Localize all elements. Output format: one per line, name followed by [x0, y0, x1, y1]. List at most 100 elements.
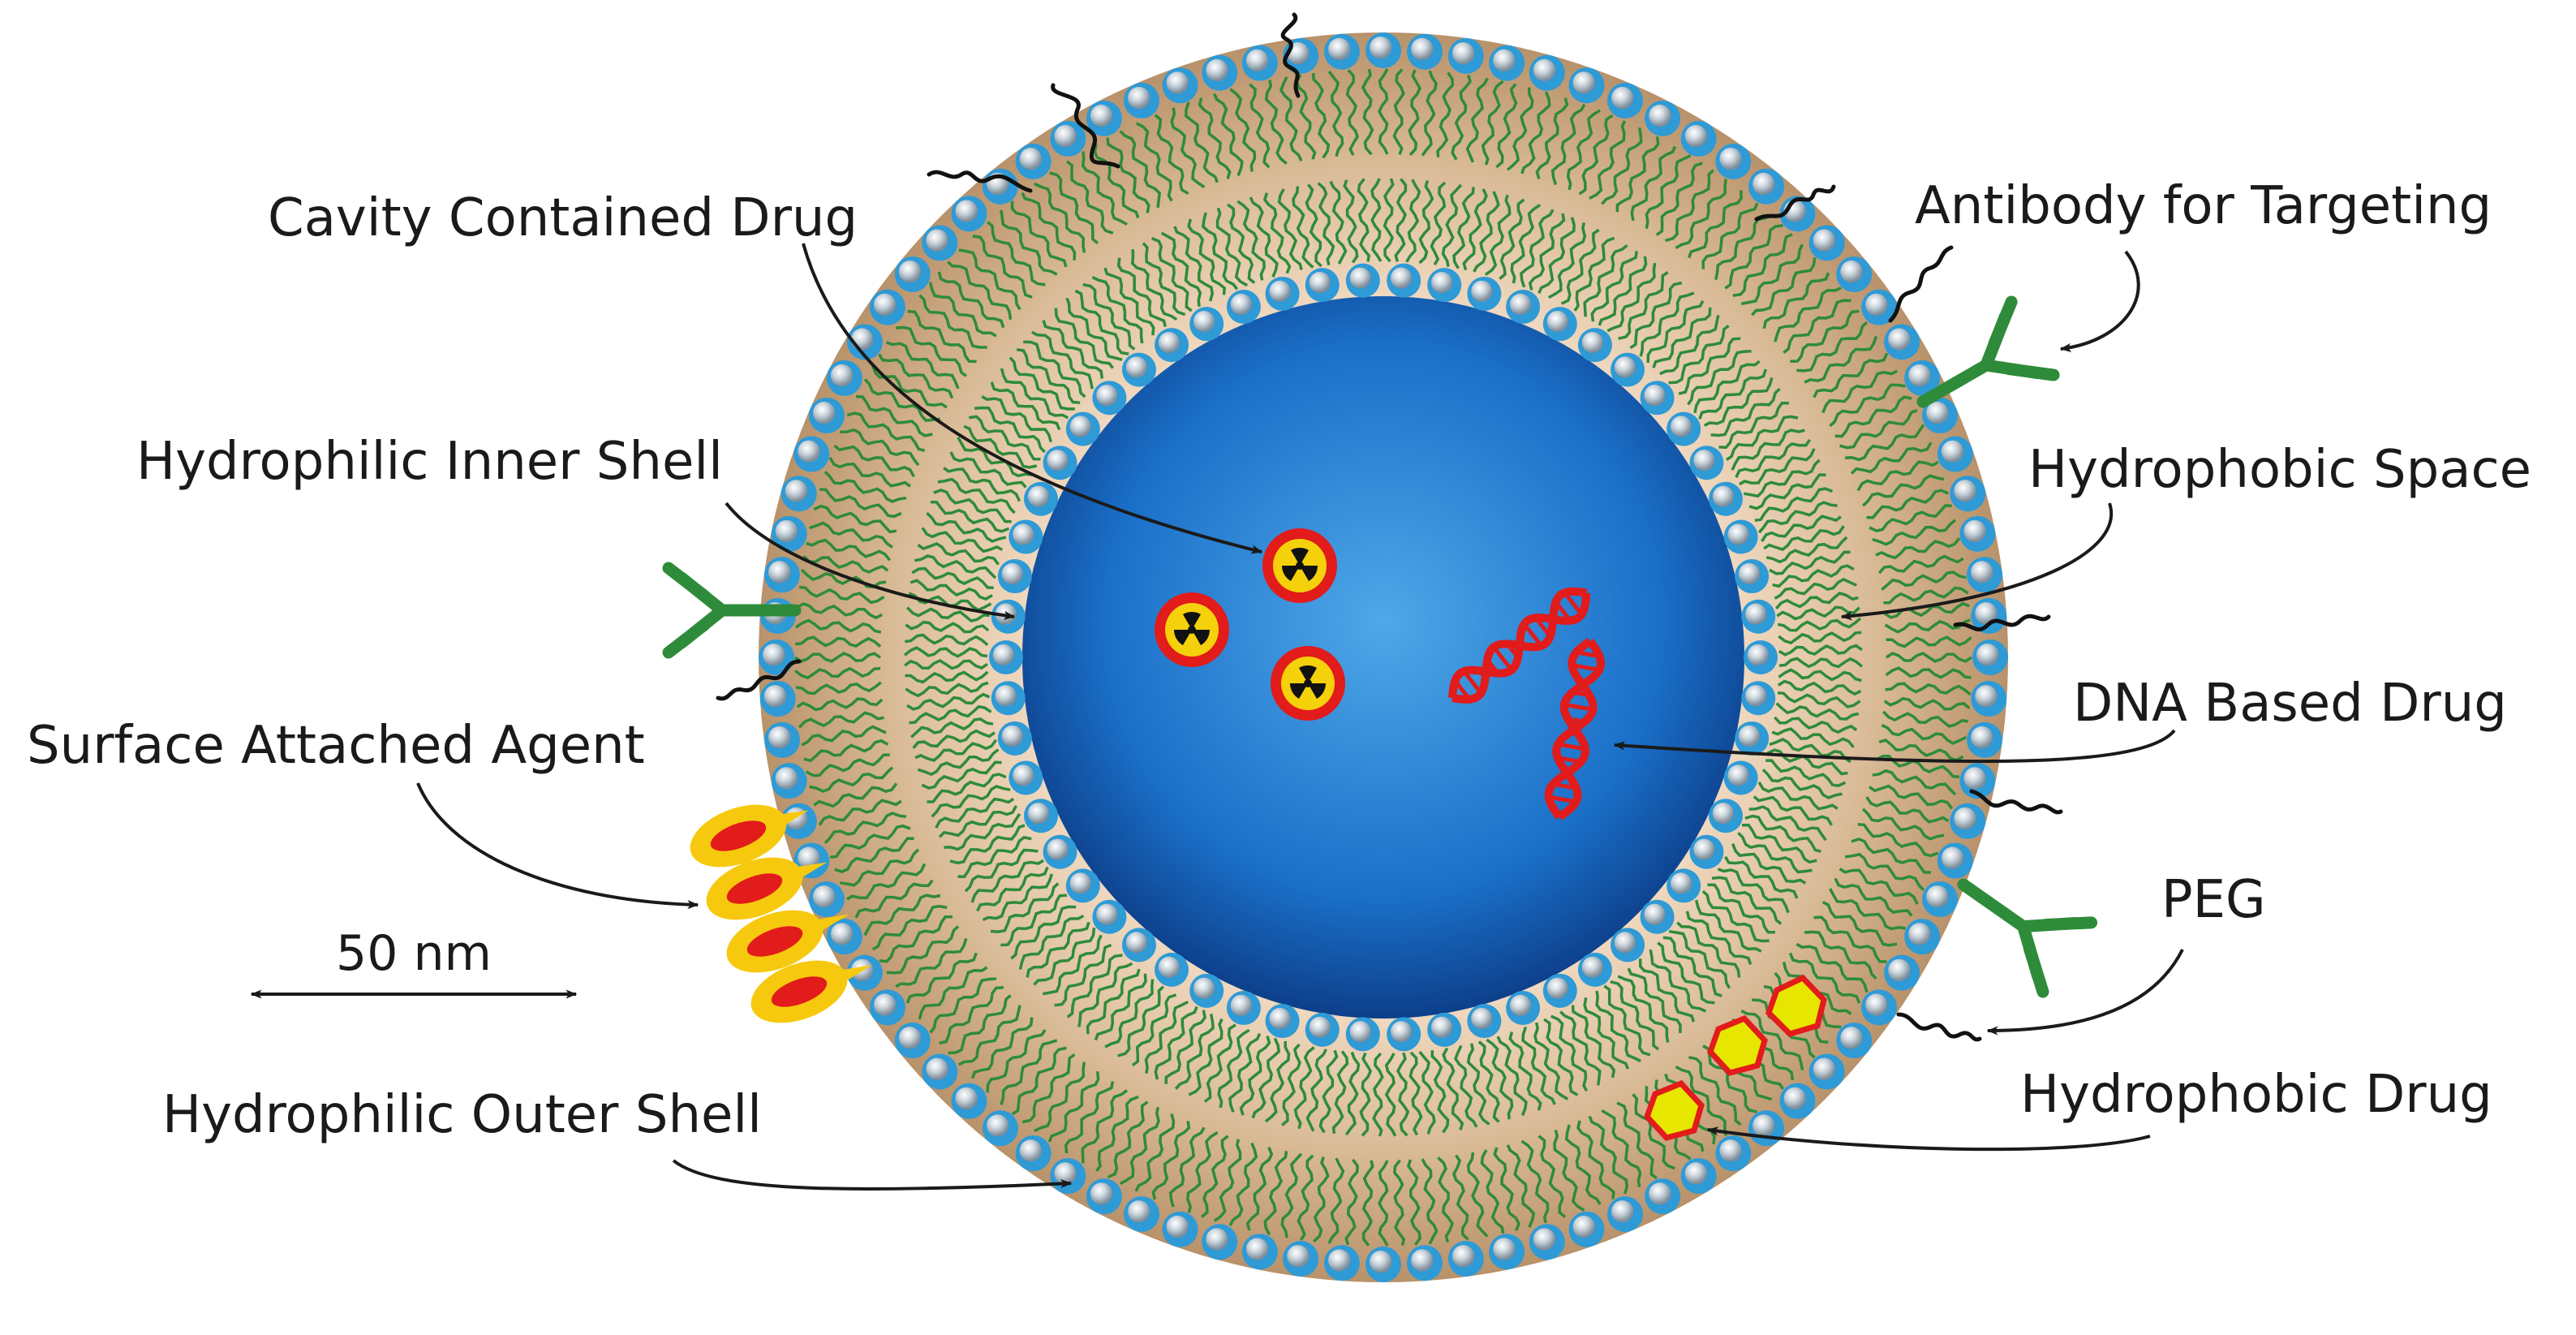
lipid-tail	[1678, 337, 1741, 395]
lipid-tail	[1777, 691, 1861, 708]
label-hydrophobic-drug: Hydrophobic Drug	[2020, 1065, 2492, 1125]
lipid-tail	[1537, 217, 1576, 294]
outer-lipid-head	[1971, 597, 2007, 634]
lipid-tail	[803, 739, 889, 763]
lipid-tail	[1383, 178, 1395, 263]
surface-agent-icon	[726, 910, 850, 973]
lipid-tail	[1212, 93, 1244, 176]
outer-lipid-head	[1162, 1211, 1198, 1247]
outer-lipid-head	[922, 225, 958, 261]
hexagon-drug-icon	[1643, 1079, 1705, 1141]
lipid-tail	[1775, 592, 1859, 609]
lipid-tail	[1588, 1115, 1629, 1195]
lipid-tail	[928, 282, 997, 338]
outer-lipid-head	[1884, 324, 1920, 360]
label-peg: PEG	[2161, 870, 2266, 930]
lipid-tail	[1506, 1144, 1536, 1228]
lipid-tail	[1000, 209, 1058, 276]
lipid-tail	[1772, 564, 1855, 588]
outer-lipid-head	[1607, 1196, 1644, 1233]
lipid-tail	[1174, 1014, 1215, 1090]
lipid-tail	[1054, 308, 1114, 369]
lipid-tail	[1566, 109, 1602, 191]
lipid-tail	[1821, 369, 1899, 414]
outer-lipid-head	[781, 476, 817, 512]
lipid-tail	[1119, 130, 1162, 208]
lipid-tail	[1430, 1050, 1450, 1134]
lipid-tail	[1701, 202, 1759, 269]
lipid-tail	[957, 1005, 1021, 1066]
outer-lipid-head	[922, 1053, 958, 1090]
lipid-tail	[1603, 984, 1651, 1057]
lipid-tail	[964, 848, 1039, 893]
lipid-tail	[1662, 936, 1722, 997]
lipid-tail	[1521, 1026, 1556, 1105]
outer-lipid-head	[1489, 1234, 1525, 1270]
outer-lipid-head	[1489, 45, 1525, 81]
outer-lipid-head	[951, 196, 987, 232]
lipid-tail	[1466, 1152, 1489, 1238]
lipid-tail	[1883, 696, 1971, 711]
lipid-tail	[907, 309, 977, 364]
lipid-tail	[1752, 795, 1834, 826]
lipid-tail	[1886, 635, 1972, 648]
inner-lipid-head	[1305, 268, 1340, 303]
surface-agent-icon	[706, 857, 828, 920]
outer-lipid-head	[1937, 436, 1973, 472]
lipid-tail	[917, 542, 1000, 566]
lipid-tail	[1724, 224, 1783, 290]
lipid-tail	[1481, 80, 1504, 166]
peg-chain-icon	[1280, 12, 1301, 98]
lipid-tail	[1707, 883, 1776, 934]
lipid-tail	[1251, 1037, 1281, 1119]
lipid-tail	[1627, 967, 1682, 1033]
lipid-tail	[1094, 973, 1147, 1041]
lipid-tail	[1054, 943, 1112, 1007]
lipid-tail	[1359, 1052, 1373, 1137]
lipid-tail	[1117, 985, 1165, 1057]
lipid-tail	[813, 504, 897, 534]
lipid-tail	[1724, 855, 1799, 899]
inner-lipid-head	[1542, 307, 1577, 342]
antibodies	[662, 295, 2098, 998]
inner-lipid-head	[1723, 519, 1758, 554]
inner-lipid-head	[1189, 973, 1224, 1008]
outer-lipid-head	[1447, 1241, 1484, 1277]
lipid-tail	[1408, 69, 1421, 157]
lipid-tail	[933, 489, 1012, 523]
inner-lipid-head	[1611, 352, 1645, 387]
radiation-icon	[1271, 646, 1345, 721]
lipid-tail	[1714, 213, 1773, 281]
lipid-tail	[1023, 340, 1086, 398]
lipid-tail	[1701, 889, 1770, 943]
lipid-tail	[1264, 80, 1288, 165]
lipid-tail	[1150, 236, 1193, 312]
surface-agent-icon	[750, 960, 873, 1023]
lipid-tail	[801, 725, 887, 747]
outer-lipid-head	[869, 289, 905, 325]
lipid-tail	[846, 863, 927, 901]
lipid-tail	[1188, 1018, 1223, 1096]
lipid-tail	[1454, 1044, 1478, 1128]
lipid-tail	[1103, 267, 1155, 336]
lipid-tail	[863, 378, 941, 422]
lipid-tail	[1751, 256, 1817, 317]
lipid-tail	[1710, 387, 1781, 437]
lipid-tail	[1217, 1028, 1250, 1109]
lipid-tail	[1744, 459, 1821, 498]
lipid-tail	[1866, 489, 1949, 519]
lipid-tail	[1506, 87, 1534, 171]
lipid-tail	[1066, 954, 1123, 1018]
lipid-tail	[1361, 1160, 1374, 1247]
peg-chain-icon	[1888, 245, 1954, 323]
lipid-tail	[1142, 242, 1186, 317]
lipid-tail	[1462, 188, 1488, 271]
lipid-tail	[1649, 949, 1707, 1013]
outer-lipid-head	[982, 168, 1018, 205]
lipid-tail	[1834, 877, 1913, 917]
lipid-tail	[1378, 1160, 1389, 1247]
outer-lipid-head	[951, 1083, 987, 1119]
lipid-tail	[1688, 190, 1743, 259]
antibody-icon	[1957, 878, 2098, 998]
inner-lipid-head	[1735, 559, 1770, 594]
